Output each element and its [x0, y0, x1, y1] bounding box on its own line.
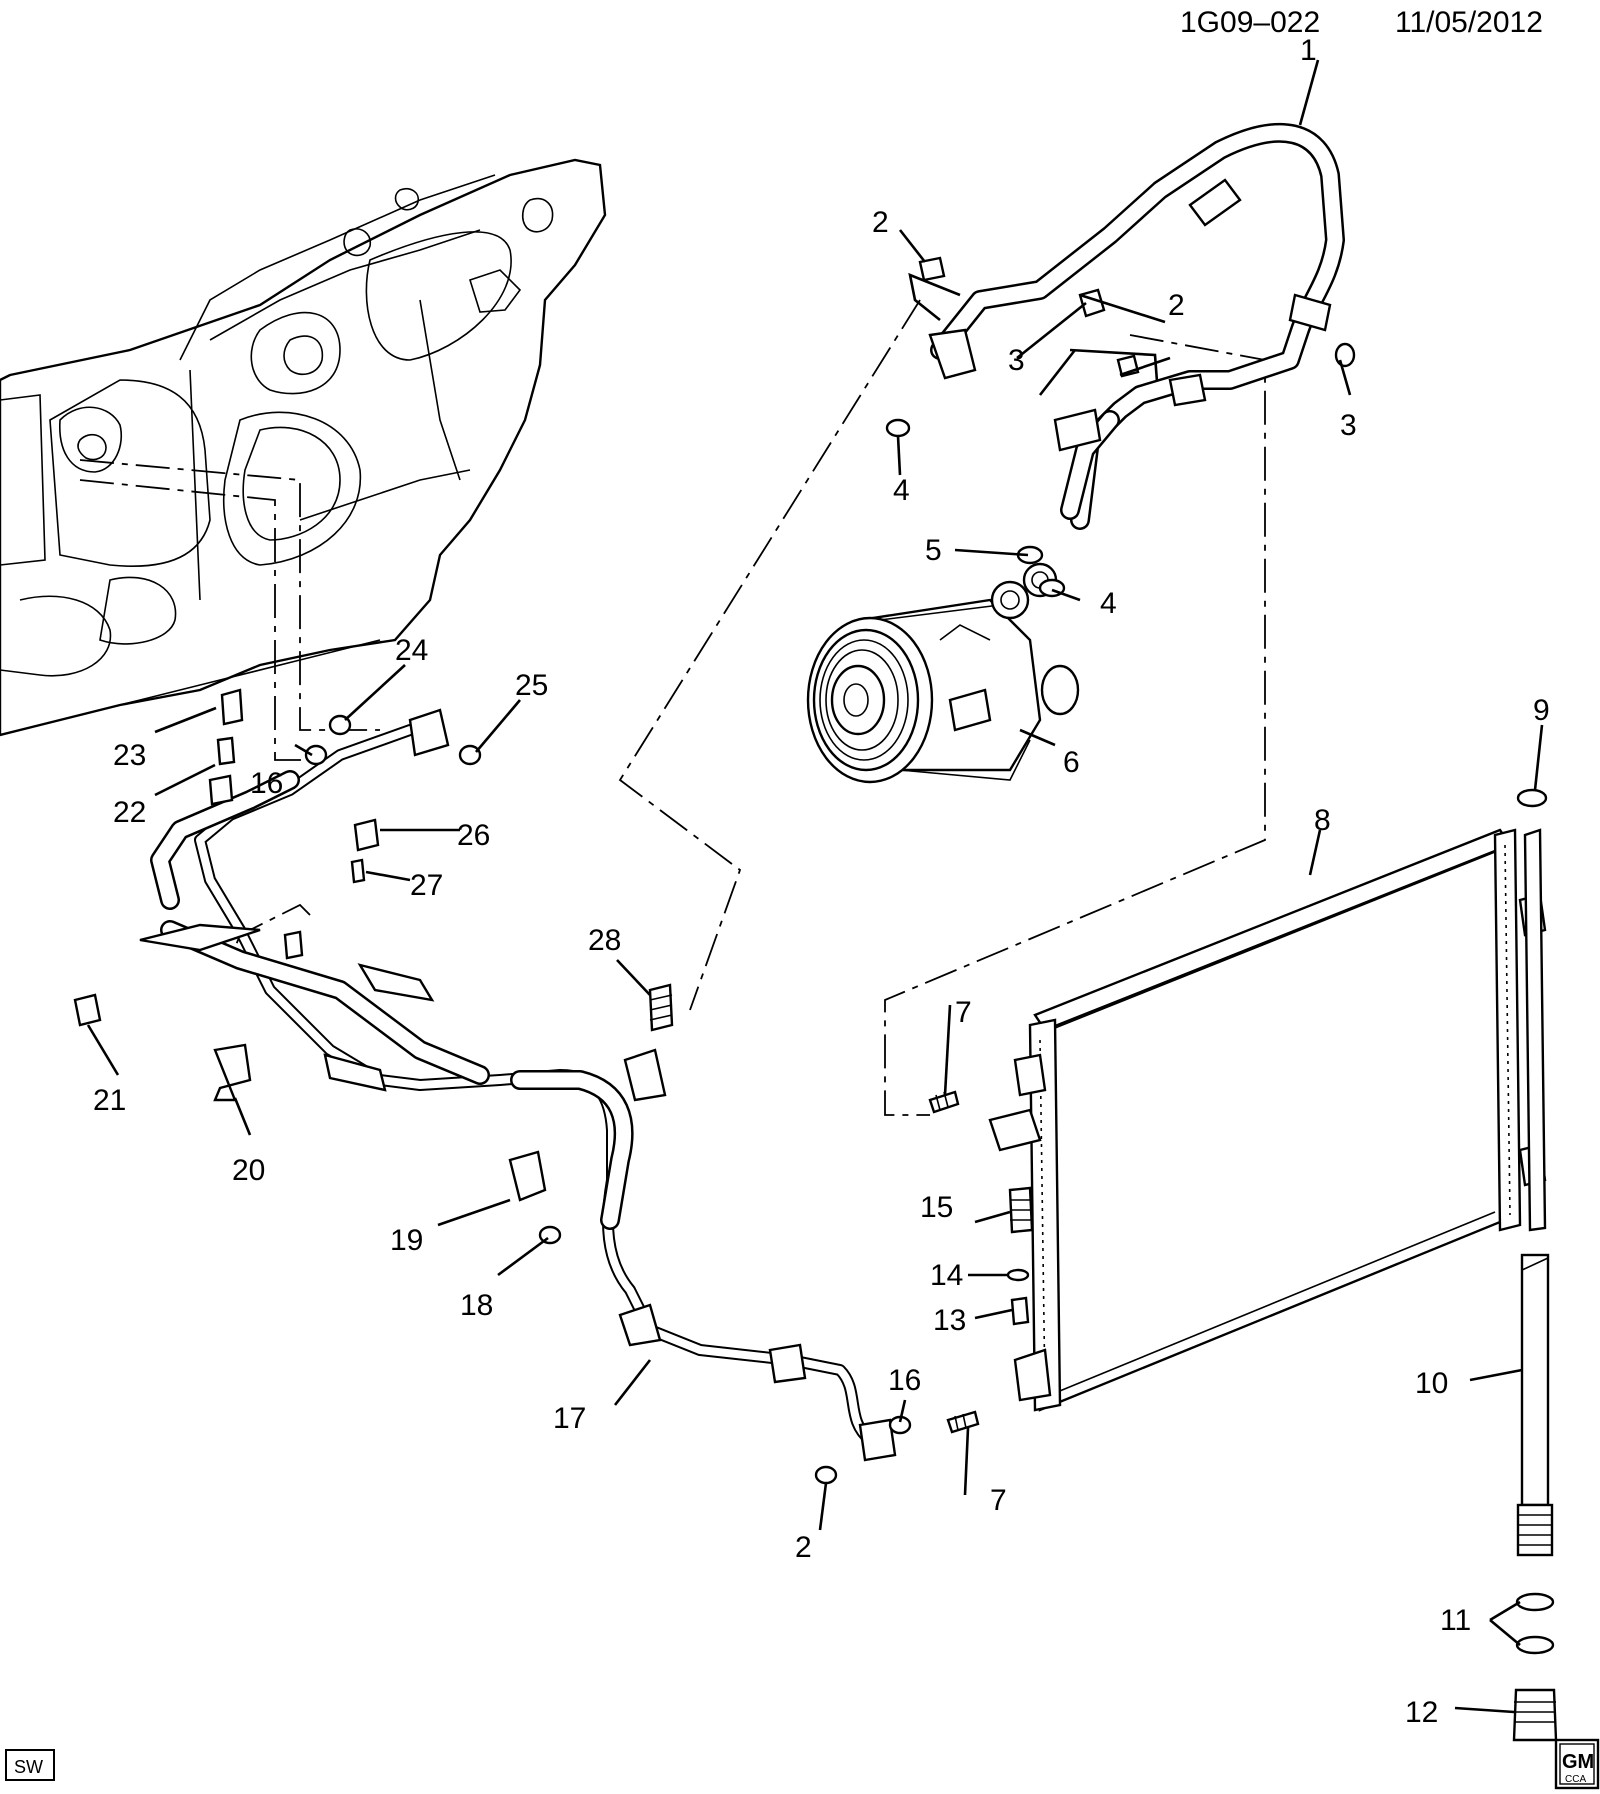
callout-4-top: 4 [893, 474, 910, 507]
gm-logo-subtext: CCA [1565, 1774, 1586, 1785]
part-8-condenser [988, 828, 1547, 1412]
callout-12: 12 [1405, 1696, 1438, 1729]
part-17-evaporator-hose [139, 708, 897, 1462]
diagram-code: 1G09–022 [1180, 6, 1320, 39]
part-1-discharge-hose [928, 122, 1345, 530]
callout-7-bottom: 7 [990, 1484, 1007, 1517]
callout-labels: 1 2 2 2 3 3 4 4 5 6 7 7 8 9 10 11 12 13 … [93, 34, 1550, 1729]
callout-10: 10 [1415, 1367, 1448, 1400]
callout-2-top: 2 [872, 206, 889, 239]
callout-25: 25 [515, 669, 548, 702]
callout-11: 11 [1440, 1604, 1471, 1637]
callout-28: 28 [588, 924, 621, 957]
sw-label: SW [14, 1757, 43, 1777]
callout-27: 27 [410, 869, 443, 902]
sw-badge: SW [5, 1749, 55, 1781]
callout-20: 20 [232, 1154, 265, 1187]
callout-13: 13 [933, 1304, 966, 1337]
callout-24: 24 [395, 634, 428, 667]
small-parts-left [73, 688, 912, 1485]
gm-logo-text: GM [1562, 1751, 1594, 1773]
part-10-receiver-dehydrator [1512, 788, 1558, 1742]
callout-8: 8 [1314, 804, 1331, 837]
callout-21: 21 [93, 1084, 126, 1117]
diagram-header: 1G09–022 11/05/2012 [1180, 6, 1543, 39]
callout-17: 17 [553, 1402, 586, 1435]
gm-logo: GM CCA [1554, 1738, 1600, 1790]
diagram-date: 11/05/2012 [1395, 6, 1543, 39]
callout-3-left: 3 [1008, 344, 1025, 377]
callout-6: 6 [1063, 746, 1080, 779]
callout-3-right: 3 [1340, 409, 1357, 442]
callout-14: 14 [930, 1259, 963, 1292]
callout-leaders [86, 59, 1544, 1714]
callout-2-right: 2 [1168, 289, 1185, 322]
part-6-ac-compressor [806, 562, 1080, 784]
callout-1: 1 [1300, 34, 1317, 67]
callout-22: 22 [113, 796, 146, 829]
callout-5: 5 [925, 534, 942, 567]
callout-26: 26 [457, 819, 490, 852]
callout-9: 9 [1533, 694, 1550, 727]
callout-18: 18 [460, 1289, 493, 1322]
callout-7-top: 7 [955, 996, 972, 1029]
callout-16-left: 16 [250, 767, 283, 800]
callout-23: 23 [113, 739, 146, 772]
callout-4-right: 4 [1100, 587, 1117, 620]
callout-15: 15 [920, 1191, 953, 1224]
callout-19: 19 [390, 1224, 423, 1257]
callout-2-bottom: 2 [795, 1531, 812, 1564]
body-dash-panel [0, 158, 607, 737]
callout-16-bottom: 16 [888, 1364, 921, 1397]
